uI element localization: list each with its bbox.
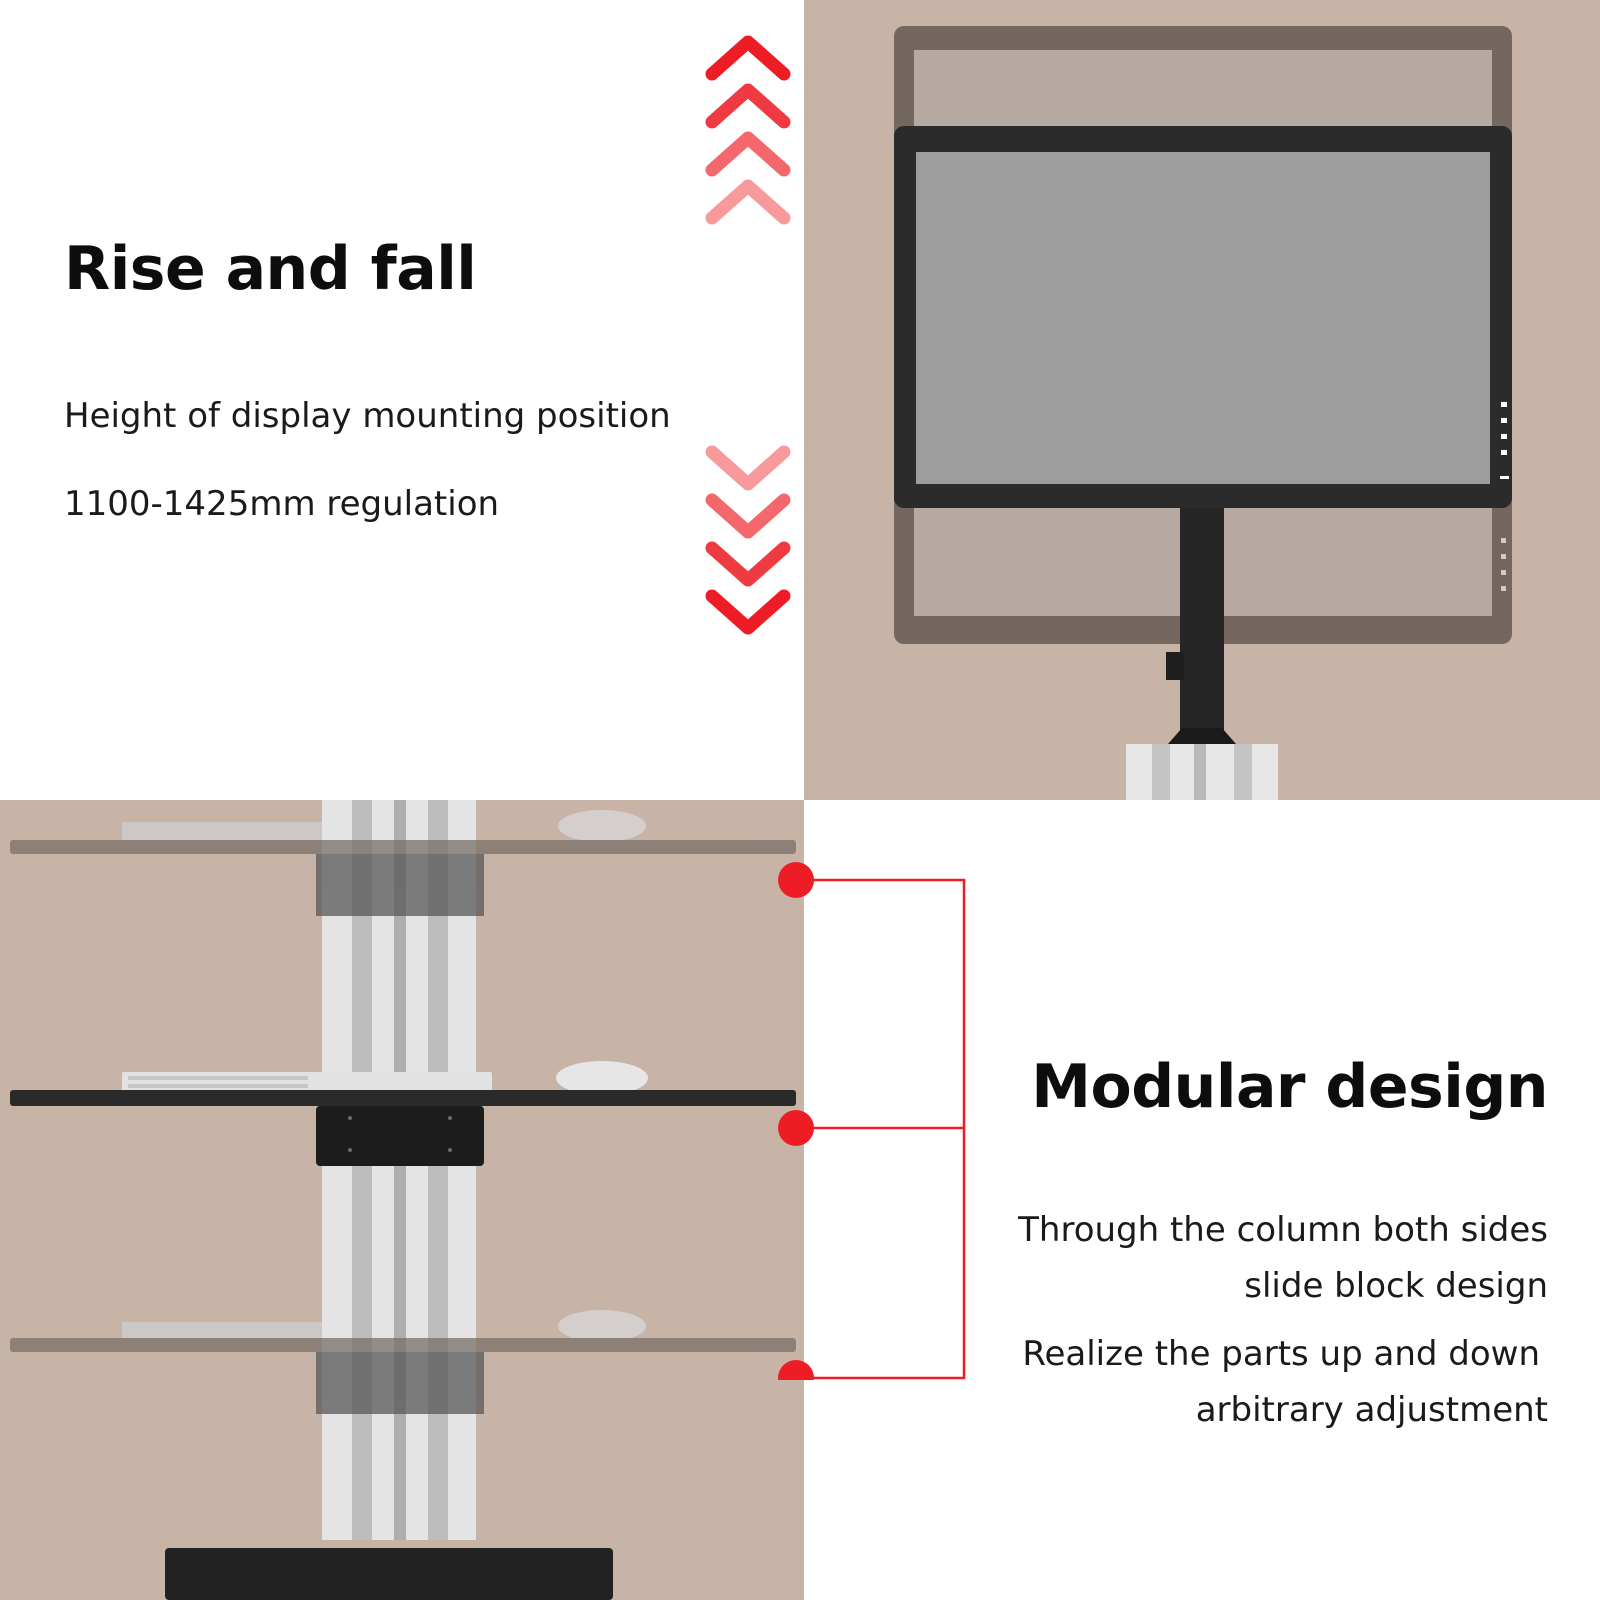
shelf-middle xyxy=(10,1061,796,1166)
shelf-board xyxy=(10,1090,796,1106)
modular-text-panel xyxy=(804,800,1600,1600)
chevron-up-icon xyxy=(705,35,791,81)
base-cabinet xyxy=(165,1548,613,1600)
modular-title: Modular design xyxy=(1031,1052,1548,1122)
rise-fall-title: Rise and fall xyxy=(64,234,477,304)
shelf-illustration xyxy=(10,800,796,1600)
modular-line-3: Realize the parts up and down xyxy=(1022,1334,1540,1374)
modular-line-2: slide block design xyxy=(1244,1266,1548,1306)
chevron-up-icon xyxy=(705,179,791,225)
connector-dot-icon xyxy=(778,1110,814,1146)
modular-line-4: arbitrary adjustment xyxy=(1195,1390,1548,1430)
connector-dot-icon xyxy=(778,862,814,898)
chevron-up-icon xyxy=(705,131,791,177)
chevron-down-group xyxy=(705,445,791,635)
connector-diagram xyxy=(778,862,966,1380)
monitor-base-collar xyxy=(1168,728,1236,744)
shelf-illustration-panel xyxy=(0,800,804,1600)
chevron-down-icon xyxy=(705,589,791,635)
monitor-illustration xyxy=(894,26,1512,800)
rise-fall-line-1: Height of display mounting position xyxy=(64,396,671,436)
ghost-shelf-bottom xyxy=(10,1310,796,1414)
monitor-illustration-panel xyxy=(804,0,1600,800)
rise-fall-line-2: 1100-1425mm regulation xyxy=(64,484,500,524)
chevron-down-icon xyxy=(705,493,791,539)
rise-fall-panel xyxy=(0,0,804,800)
ghost-shelf-top xyxy=(10,810,796,916)
monitor-buttons xyxy=(1500,402,1509,479)
connector-dot-icon xyxy=(778,1360,814,1380)
monitor-clamp xyxy=(1166,652,1184,680)
chevron-down-icon xyxy=(705,445,791,491)
monitor-neck xyxy=(1180,508,1224,736)
monitor-screen xyxy=(916,152,1490,484)
chevron-up-group xyxy=(705,35,791,225)
mouse xyxy=(556,1061,648,1095)
chevron-up-icon xyxy=(705,83,791,129)
slide-block xyxy=(316,1106,484,1166)
ghost-monitor-buttons xyxy=(1501,538,1506,591)
chevron-down-icon xyxy=(705,541,791,587)
modular-line-1: Through the column both sides xyxy=(1018,1210,1548,1250)
